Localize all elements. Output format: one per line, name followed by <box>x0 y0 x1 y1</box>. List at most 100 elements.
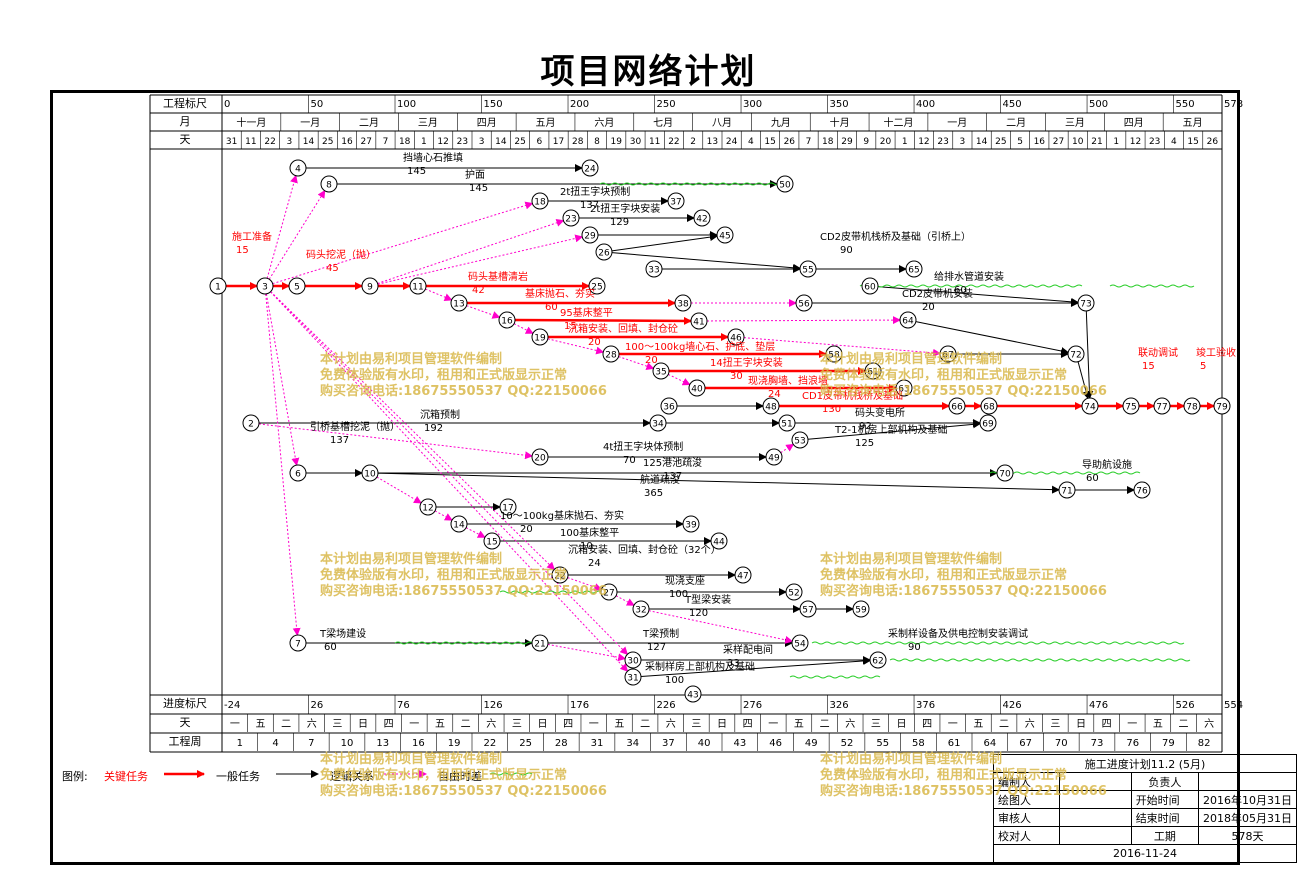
node-label: 47 <box>737 572 748 582</box>
node-circle <box>895 379 913 397</box>
week-cell: 43 <box>733 738 746 749</box>
task-label: 采样配电间 <box>723 643 773 656</box>
task-label: 给排水管道安装 <box>934 270 1004 283</box>
day-cell: 1 <box>421 137 427 147</box>
logic-relation-arrow <box>513 323 534 334</box>
node-layer: 1234567891011121314151617181920212223242… <box>209 151 1236 703</box>
week-cell: 52 <box>841 738 854 749</box>
page-title: 项目网络计划 <box>540 52 757 92</box>
weekday-cell: 六 <box>486 718 496 730</box>
node-label: 74 <box>1084 403 1096 413</box>
free-float-line <box>599 182 781 186</box>
node-label: 26 <box>598 249 610 259</box>
month-label: 月 <box>179 115 191 128</box>
task-label: 沉箱安装、回填、封仓砼（32个） <box>568 543 721 556</box>
free-float-line <box>1109 284 1195 288</box>
node-label: 41 <box>693 318 704 328</box>
logic-relation-arrow <box>268 189 326 280</box>
week-cell: 64 <box>983 738 996 749</box>
logic-relation-arrow <box>743 337 942 357</box>
day-cell: 29 <box>841 137 853 147</box>
weekday-cell: 一 <box>230 719 240 730</box>
day-cell: 14 <box>495 137 507 147</box>
node-label: 38 <box>677 300 689 310</box>
logic-relation-arrow <box>547 338 605 355</box>
node-circle <box>409 277 427 295</box>
info-value <box>1197 772 1297 791</box>
day-label: 天 <box>179 133 191 146</box>
node-label: 53 <box>794 437 805 447</box>
progress-tick-label: 176 <box>570 700 589 711</box>
weekday-cell: 四 <box>384 719 394 730</box>
node-circle <box>979 414 997 432</box>
node-circle <box>864 362 882 380</box>
week-label: 工程周 <box>168 735 202 748</box>
progress-tick-label: 126 <box>484 700 503 711</box>
task-label: 挡墙心石推填 <box>403 151 463 164</box>
node-circle <box>361 277 379 295</box>
node-label: 11 <box>412 283 423 293</box>
node-label: 12 <box>422 504 433 514</box>
task-duration: 365 <box>644 488 663 499</box>
weekday-cell: 五 <box>1153 719 1163 730</box>
task-duration: 30 <box>730 371 743 382</box>
node-label: 51 <box>781 420 792 430</box>
node-label: 69 <box>982 420 994 430</box>
node-label: 30 <box>627 657 639 667</box>
weekday-cell: 六 <box>1204 718 1214 730</box>
node-label: 14 <box>453 521 465 531</box>
day-cell: 16 <box>1034 137 1046 147</box>
watermark-line: 本计划由易利项目管理软件编制 <box>320 552 503 567</box>
logic-relation-arrow <box>377 234 584 285</box>
week-cell: 10 <box>341 738 354 749</box>
task-label: 4t扭王字块体预制 <box>603 440 683 453</box>
day-cell: 1 <box>1113 137 1119 147</box>
node-circle <box>716 226 734 244</box>
node-label: 64 <box>902 317 914 327</box>
day-cell: 11 <box>649 137 660 147</box>
task-label: 护面 <box>465 168 485 181</box>
task-label: 100基床整平 <box>560 526 619 539</box>
node-circle <box>602 345 620 363</box>
node-circle <box>899 311 917 329</box>
month-cell: 五月 <box>1183 117 1203 129</box>
task-duration: 129 <box>610 217 629 228</box>
node-label: 3 <box>262 283 268 293</box>
week-cell: 7 <box>308 738 314 749</box>
node-circle <box>632 600 650 618</box>
weekday-cell: 三 <box>512 719 522 730</box>
task-duration: 120 <box>689 608 708 619</box>
task-label: 引桥基槽挖泥（抛） <box>310 420 400 433</box>
task-label: T梁预制 <box>642 627 679 640</box>
weekday-cell: 四 <box>1102 719 1112 730</box>
node-circle <box>762 397 780 415</box>
legend-logic: 逻辑关系 <box>330 770 374 783</box>
node-circle <box>825 345 843 363</box>
node-circle <box>256 277 274 295</box>
logic-relation-arrow <box>270 291 629 656</box>
watermark-line: 购买咨询电话:18675550537 QQ:22150066 <box>820 784 1107 799</box>
logic-relation-arrow <box>780 443 795 454</box>
node-label: 55 <box>802 266 813 276</box>
free-float-line <box>394 641 534 645</box>
task-label: 14扭王字块安装 <box>710 356 783 369</box>
node-label: 20 <box>534 454 546 464</box>
week-cell: 58 <box>912 738 925 749</box>
task-duration: 15 <box>1142 361 1155 372</box>
node-circle <box>734 566 752 584</box>
weekday-cell: 二 <box>640 719 650 730</box>
day-cell: 3 <box>960 137 966 147</box>
general-task-arrow <box>1085 310 1094 400</box>
general-task-arrow <box>377 472 1061 494</box>
week-cell: 73 <box>1091 738 1104 749</box>
node-circle <box>682 515 700 533</box>
task-label: 竣工验收 <box>1196 346 1236 359</box>
watermark-line: 本计划由易利项目管理软件编制 <box>320 352 503 367</box>
general-task-arrow <box>640 657 872 677</box>
weekday-cell: 日 <box>358 719 368 730</box>
node-label: 77 <box>1156 403 1167 413</box>
task-label: 施工准备 <box>232 230 272 243</box>
watermark-line: 免费体验版有水印，租用和正式版显示正常 <box>820 768 1068 783</box>
node-label: 23 <box>565 215 576 225</box>
